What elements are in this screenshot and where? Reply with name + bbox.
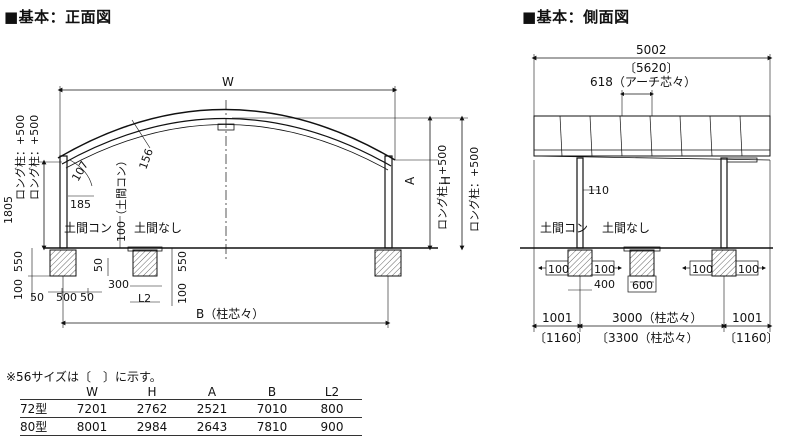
- label-550-right: 550: [176, 251, 189, 272]
- label-500: 500: [56, 291, 77, 304]
- label-long-post-h: ロング柱：+500: [467, 147, 481, 232]
- front-left-post: [59, 155, 68, 249]
- label-1805: 1805: [2, 196, 15, 224]
- label-1001-right: 1001: [732, 311, 763, 325]
- label-long-post-left: ロング柱：+500: [27, 115, 41, 200]
- front-roof-arch-inner2: [65, 124, 389, 171]
- label-long-post-a: ロング柱：+500: [435, 145, 449, 230]
- table-cell: 2984: [122, 417, 182, 436]
- front-mid-footing: [132, 249, 158, 277]
- label-3300: 〔3300（柱芯々）: [596, 330, 699, 345]
- label-long-post-left2: ロング柱：+500: [13, 115, 27, 200]
- label-1160-right: 〔1160〕: [724, 331, 779, 345]
- side-view-title: ■基本：側面図: [522, 8, 630, 26]
- label-dokon-side: 土間コン: [540, 221, 588, 235]
- size-note: ※56サイズは〔 〕に示す。: [6, 370, 162, 384]
- label-side-100-4: 100: [738, 263, 759, 276]
- table-cell: 2643: [182, 417, 242, 436]
- front-roof-arch-outer: [57, 108, 396, 161]
- label-1160-left: 〔1160〕: [534, 331, 589, 345]
- label-100-right: 100: [176, 283, 189, 304]
- side-right-post: [720, 157, 728, 249]
- table-cell: 8001: [62, 417, 122, 436]
- side-right-footing: [711, 249, 737, 277]
- side-left-footing: [567, 249, 593, 277]
- label-3000: 3000（柱芯々）: [612, 310, 703, 325]
- spec-table-header: W H A B L2: [20, 385, 362, 400]
- label-l2: L2: [138, 292, 151, 305]
- table-cell: 7010: [242, 399, 302, 418]
- header-cell: [20, 385, 62, 400]
- front-mid-slab: [127, 246, 163, 252]
- label-400: 400: [594, 278, 615, 291]
- label-100-left: 100: [12, 279, 25, 300]
- label-600: 600: [632, 279, 653, 292]
- label-a: A: [403, 176, 417, 185]
- label-156: 156: [137, 147, 156, 171]
- front-roof-arch-inner: [61, 117, 392, 167]
- side-view: [520, 54, 773, 332]
- front-labels: W A H ロング柱：+500 ロング柱：+500 ロング柱：+500 1805…: [2, 75, 481, 321]
- label-300: 300: [108, 278, 129, 291]
- label-5620: 〔5620〕: [624, 61, 679, 75]
- front-view: [28, 86, 468, 328]
- side-mid-footing: [629, 249, 655, 277]
- header-cell: L2: [302, 385, 362, 400]
- table-row: 72型 7201 2762 2521 7010 800: [20, 399, 362, 418]
- table-cell: 7810: [242, 417, 302, 436]
- table-cell: 72型: [20, 399, 62, 418]
- label-550-left: 550: [12, 251, 25, 272]
- label-185: 185: [70, 198, 91, 211]
- label-107: 107: [69, 159, 91, 184]
- table-row: 80型 8001 2984 2643 7810 900: [20, 417, 362, 436]
- header-cell: B: [242, 385, 302, 400]
- label-side-100-3: 100: [692, 263, 713, 276]
- table-cell: 2521: [182, 399, 242, 418]
- header-cell: H: [122, 385, 182, 400]
- label-w: W: [222, 75, 234, 89]
- label-domanashi-front: 土間なし: [134, 221, 182, 235]
- table-cell: 900: [302, 417, 362, 436]
- label-dokon-front: 土間コン: [64, 221, 112, 235]
- label-110: 110: [588, 184, 609, 197]
- table-cell: 80型: [20, 417, 62, 436]
- label-50-mid: 50: [92, 258, 105, 272]
- front-right-post: [384, 155, 393, 249]
- side-left-post: [576, 157, 584, 249]
- label-side-100-1: 100: [548, 263, 569, 276]
- label-h: H: [439, 176, 453, 185]
- label-50-a: 50: [30, 291, 44, 304]
- side-labels: 5002 〔5620〕 618（アーチ芯々） 110 土間コン 土間なし 100…: [534, 43, 779, 345]
- header-cell: W: [62, 385, 122, 400]
- side-roof-rafters: [559, 115, 743, 157]
- front-view-title: ■基本：正面図: [4, 8, 112, 26]
- label-domanashi-side: 土間なし: [602, 221, 650, 235]
- table-cell: 7201: [62, 399, 122, 418]
- table-cell: 2762: [122, 399, 182, 418]
- front-right-footing: [374, 249, 402, 277]
- header-cell: A: [182, 385, 242, 400]
- label-618: 618（アーチ芯々）: [590, 75, 696, 89]
- label-50-b: 50: [80, 291, 94, 304]
- label-5002: 5002: [636, 43, 667, 57]
- label-1001-left: 1001: [542, 311, 573, 325]
- label-100-dokon: 100（土間コン）: [115, 155, 128, 242]
- label-side-100-2: 100: [594, 263, 615, 276]
- label-b: B（柱芯々）: [196, 306, 264, 321]
- spec-table: W H A B L2 72型 7201 2762 2521 7010 800 8…: [20, 385, 362, 436]
- front-left-footing: [49, 249, 77, 277]
- table-cell: 800: [302, 399, 362, 418]
